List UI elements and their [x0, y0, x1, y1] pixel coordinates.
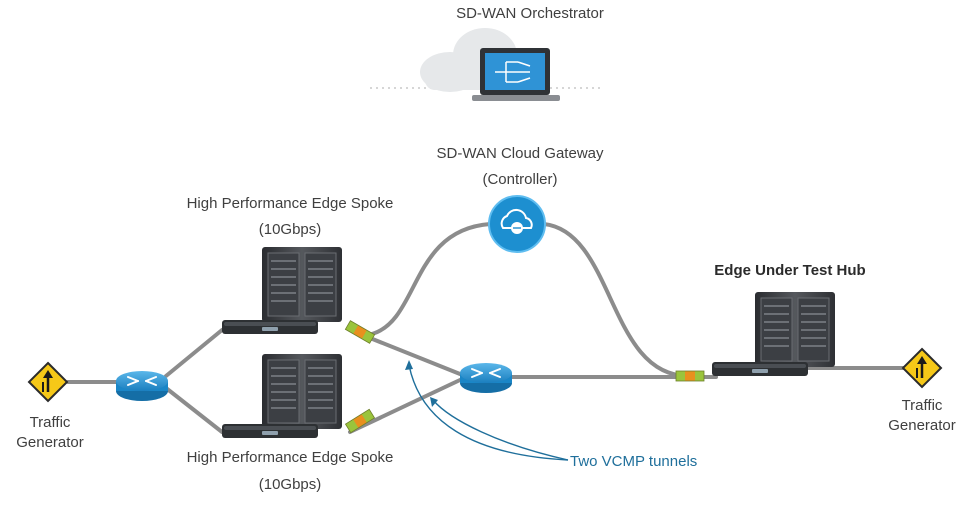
server-icon: [222, 424, 318, 438]
traffic-left-line1: Traffic: [29, 414, 71, 431]
traffic-left-line2: Generator: [16, 434, 84, 451]
orchestrator-label: SD-WAN Orchestrator: [456, 5, 604, 22]
gateway-label: SD-WAN Cloud Gateway: [436, 145, 604, 162]
link-spoke-gateway: [370, 222, 492, 336]
tunnel-icon: [344, 320, 376, 344]
annotation-arrows: [408, 364, 569, 461]
traffic-sign-icon-right: [901, 347, 943, 389]
orchestrator-group: [370, 28, 600, 101]
spoke-bottom-server: [222, 353, 343, 438]
spoke-bottom-sublabel: (10Gbps): [258, 476, 322, 493]
link-router-spoke-bottom: [164, 386, 224, 434]
router-icon-center: [459, 362, 513, 394]
hub-server: [712, 291, 836, 376]
annotation-arrowheads: [405, 360, 438, 407]
laptop-icon: [472, 48, 560, 101]
spoke-top-label: High Performance Edge Spoke: [186, 195, 394, 212]
gateway-sublabel: (Controller): [482, 171, 558, 188]
tunnel-icon: [675, 370, 705, 382]
hub-label: Edge Under Test Hub: [714, 262, 866, 279]
link-router-spoke-top: [164, 328, 224, 378]
server-icon: [712, 362, 808, 376]
spoke-top-server: [222, 246, 343, 334]
traffic-sign-icon-left: [27, 361, 69, 403]
gateway-icon: [488, 195, 546, 253]
spoke-top-sublabel: (10Gbps): [258, 221, 322, 238]
spoke-bottom-label: High Performance Edge Spoke: [186, 449, 394, 466]
traffic-right-line2: Generator: [888, 417, 956, 434]
annotation-label: Two VCMP tunnels: [570, 453, 698, 470]
router-icon-left: [115, 370, 169, 402]
link-gateway-hub: [542, 222, 692, 379]
link-spoke-bottom-router: [348, 378, 462, 434]
server-icon: [222, 320, 318, 334]
traffic-right-line1: Traffic: [901, 397, 943, 414]
